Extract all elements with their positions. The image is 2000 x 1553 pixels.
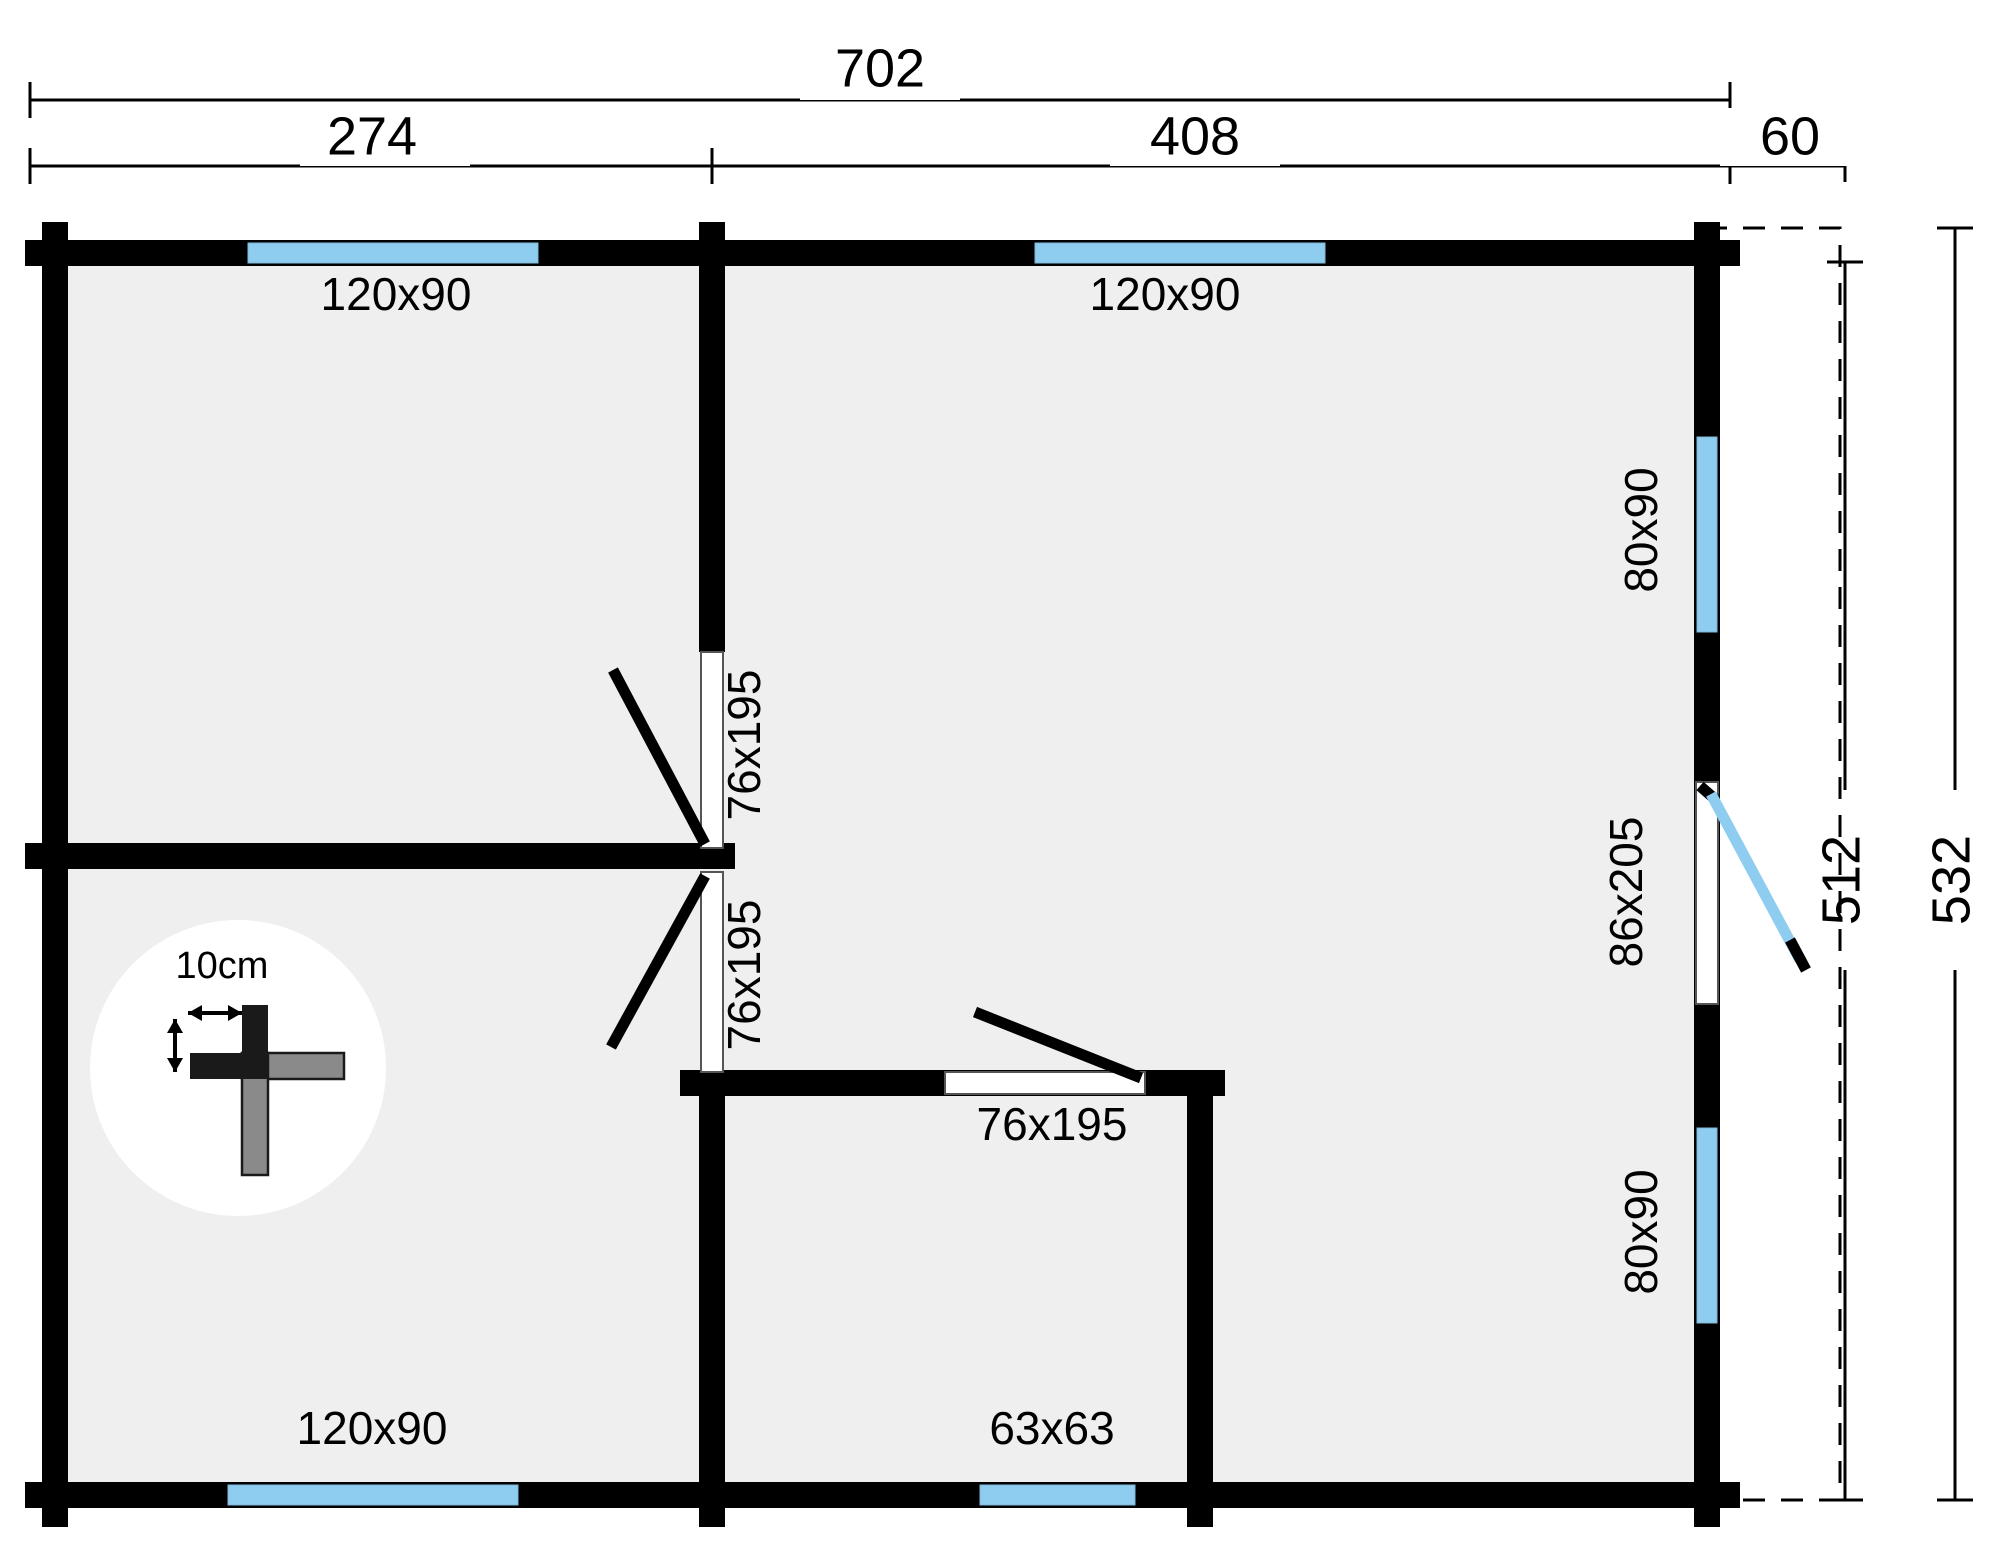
label-door-right-entry: 86x205 xyxy=(1600,817,1652,968)
label-window-top-right: 120x90 xyxy=(1090,268,1241,320)
door-interior-lower-opening xyxy=(700,871,724,1073)
dimension-overall-width: 702 xyxy=(28,38,1732,118)
door-interior-upper xyxy=(608,651,724,849)
window-bottom-left xyxy=(227,1484,519,1506)
scale-arrow-horizontal-head-left xyxy=(188,1005,202,1021)
door-right-entry-opening xyxy=(1695,781,1719,1005)
wall-interior-vertical-lower xyxy=(699,1070,725,1527)
window-right-lower xyxy=(1696,1127,1718,1324)
wall-interior-vertical-right xyxy=(1187,1070,1213,1527)
door-interior-horizontal-leaf xyxy=(972,1006,1144,1084)
door-interior-horizontal-opening xyxy=(944,1071,1146,1095)
roof-overhang-outline xyxy=(1705,226,1842,1502)
dimension-60-label: 60 xyxy=(1760,106,1820,166)
door-right-entry-leaf-tip xyxy=(1785,937,1811,973)
door-interior-upper-opening xyxy=(700,651,724,849)
door-interior-lower xyxy=(606,871,724,1073)
label-window-bottom-left: 120x90 xyxy=(297,1402,448,1454)
floor-area xyxy=(50,245,1720,1500)
door-interior-horizontal xyxy=(944,1006,1146,1095)
window-bottom-middle xyxy=(979,1484,1136,1506)
label-door-interior-lower: 76x195 xyxy=(718,900,770,1051)
dimension-chain-secondary: 274 408 60 xyxy=(28,106,1860,184)
windows xyxy=(227,242,1718,1506)
door-right-entry-leaf xyxy=(1706,791,1805,963)
door-interior-upper-leaf xyxy=(608,667,710,847)
label-window-right-upper: 80x90 xyxy=(1615,467,1667,592)
door-right-entry xyxy=(1695,781,1811,1005)
wall-left xyxy=(42,222,68,1527)
scale-legend: 10cm xyxy=(90,920,386,1216)
dimension-408-label: 408 xyxy=(1150,106,1240,166)
window-top-right xyxy=(1034,242,1326,264)
dimension-overall-depth: 532 xyxy=(1921,226,1985,1502)
wall-interior-vertical-upper xyxy=(699,222,725,652)
label-window-bottom-middle: 63x63 xyxy=(989,1402,1114,1454)
label-window-top-left: 120x90 xyxy=(321,268,472,320)
dimension-274-label: 274 xyxy=(327,106,417,166)
window-right-upper xyxy=(1696,436,1718,633)
window-top-left xyxy=(247,242,539,264)
scale-legend-label: 10cm xyxy=(176,945,269,987)
scale-arrow-horizontal-head-right xyxy=(228,1005,242,1021)
wall-interior-horizontal-left xyxy=(25,843,735,869)
door-interior-lower-leaf xyxy=(606,873,710,1050)
scale-arrow-vertical-head-top xyxy=(167,1019,183,1033)
label-window-right-lower: 80x90 xyxy=(1615,1169,1667,1294)
label-door-interior-horizontal: 76x195 xyxy=(977,1098,1128,1150)
dimension-inner-depth: 512 xyxy=(1811,260,1875,1502)
label-door-interior-upper: 76x195 xyxy=(718,670,770,821)
dimension-702-label: 702 xyxy=(835,38,925,98)
dimension-532-label: 532 xyxy=(1921,835,1981,925)
opening-labels: 120x90 120x90 80x90 86x205 80x90 120x90 … xyxy=(297,268,1668,1454)
scale-arrow-vertical-head-bottom xyxy=(167,1058,183,1072)
